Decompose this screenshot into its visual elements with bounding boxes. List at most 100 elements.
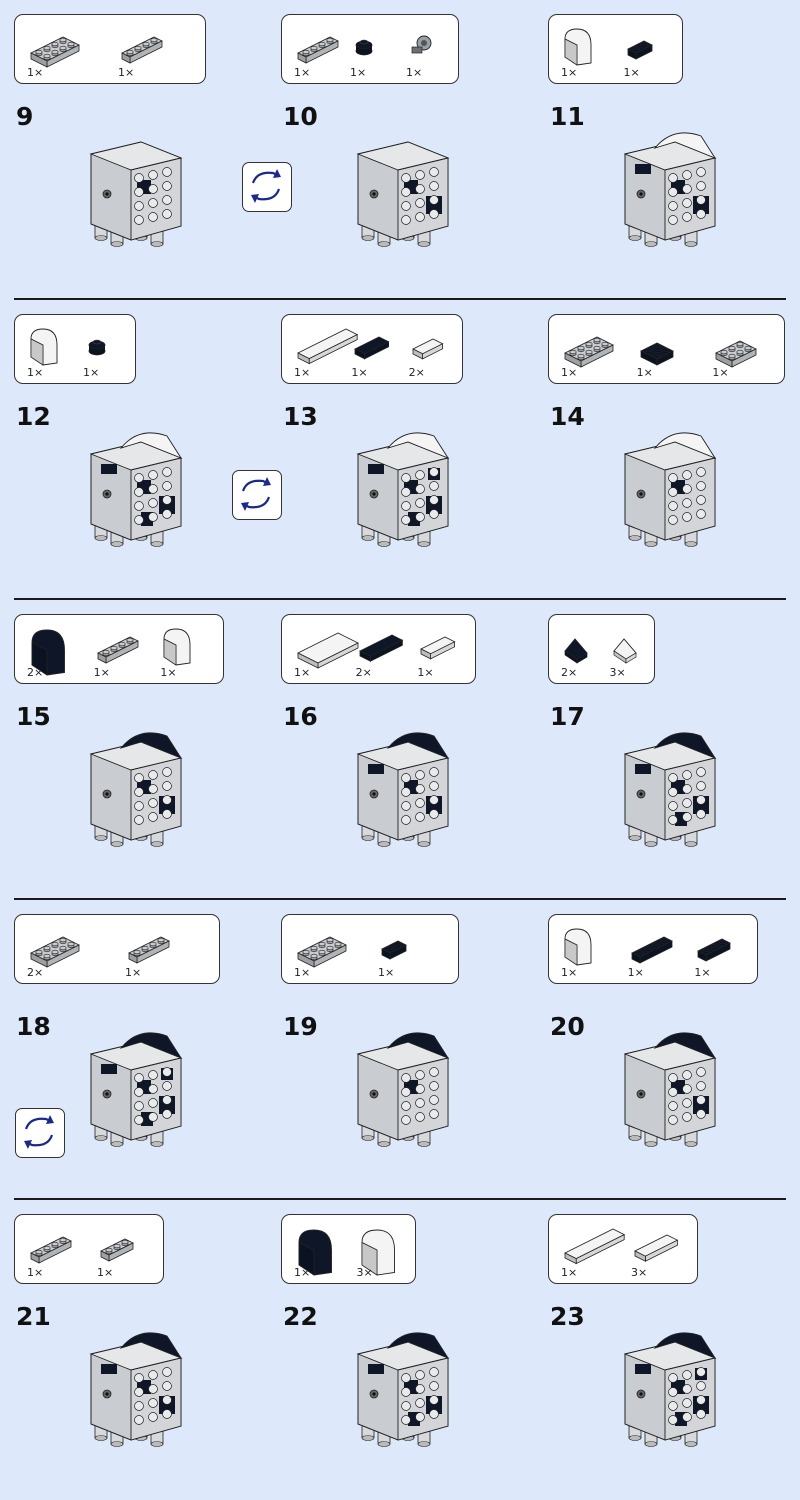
model-step-20	[610, 1024, 730, 1158]
tile-2x4-icon	[297, 632, 359, 669]
part-tile-2x4-white: 1×	[294, 625, 374, 681]
curved-slope-large-icon	[298, 1229, 332, 1276]
part-plate-1x4-light-gray: 1×	[118, 25, 198, 81]
part-quantity: 1×	[636, 366, 653, 379]
rotate-arrows-icon	[241, 477, 271, 511]
step-number: 18	[16, 1012, 51, 1041]
part-quantity: 2×	[27, 966, 44, 979]
plate-2x3-icon	[715, 340, 758, 368]
part-quantity: 2×	[355, 666, 372, 679]
rotate-arrows-icon	[24, 1115, 54, 1149]
step-number: 13	[283, 402, 318, 431]
part-curved-slope-white: 1×	[561, 25, 641, 81]
parts-callout-step-9: 1× 1×	[14, 14, 206, 84]
part-plate-2x4-light-gray: 1×	[294, 925, 374, 981]
part-curved-slope-white: 1×	[27, 325, 107, 381]
part-tile-1x3-black: 2×	[356, 625, 436, 681]
part-quantity: 1×	[561, 1266, 578, 1279]
part-plate-1x1-round-black: 1×	[83, 325, 163, 381]
part-quantity: 1×	[351, 366, 368, 379]
model-step-18	[76, 1024, 196, 1158]
part-quantity: 3×	[631, 1266, 648, 1279]
parts-callout-step-10: 1×1×1×	[281, 14, 459, 84]
section-divider	[14, 898, 786, 900]
step-number: 20	[550, 1012, 585, 1041]
part-slope-small-black: 2×	[561, 625, 641, 681]
plate-1x3-icon	[697, 938, 732, 962]
slope-small-icon	[612, 638, 637, 664]
part-quantity: 1×	[160, 666, 177, 679]
part-plate-1x4-light-gray: 1×	[27, 1225, 107, 1281]
model-step-19	[343, 1024, 463, 1158]
model-step-14	[610, 424, 730, 558]
rotate-model-indicator	[242, 162, 292, 212]
parts-callout-step-14: 1×1×1×	[548, 314, 785, 384]
part-quantity: 1×	[118, 66, 135, 79]
tile-1x3-icon	[634, 1234, 679, 1262]
parts-callout-step-18: 2× 1×	[14, 914, 220, 984]
part-tile-1x1-white: 2×	[409, 325, 489, 381]
part-plate-1x2-black: 1×	[378, 925, 458, 981]
part-quantity: 1×	[294, 966, 311, 979]
step-number: 11	[550, 102, 585, 131]
step-number: 22	[283, 1302, 318, 1331]
part-quantity: 2×	[408, 366, 425, 379]
model-step-12	[76, 424, 196, 558]
curved-slope-icon	[163, 628, 191, 666]
step-number: 12	[16, 402, 51, 431]
part-quantity: 1×	[83, 366, 100, 379]
part-quantity: 1×	[561, 66, 578, 79]
part-plate-1x1-round-black: 1×	[350, 25, 430, 81]
parts-callout-step-12: 1× 1×	[14, 314, 136, 384]
part-quantity: 1×	[561, 366, 578, 379]
parts-callout-step-23: 1× 3×	[548, 1214, 698, 1284]
plate-2x4-icon	[30, 936, 80, 968]
model-step-17	[610, 724, 730, 858]
part-plate-2x4-light-gray: 1×	[561, 325, 641, 381]
part-plate-1x2-black: 1×	[624, 25, 704, 81]
part-quantity: 3×	[356, 1266, 373, 1279]
plate-1x4-icon	[30, 1236, 72, 1264]
parts-callout-step-15: 2×1×1×	[14, 614, 224, 684]
plate-1x4-icon	[297, 36, 339, 64]
part-plate-1x4-light-gray: 1×	[94, 625, 174, 681]
tile-1x1-icon	[411, 338, 444, 360]
section-divider	[14, 598, 786, 600]
step-number: 9	[16, 102, 34, 131]
part-quantity: 1×	[27, 366, 44, 379]
plate-1x4-icon	[121, 36, 163, 64]
part-quantity: 1×	[27, 1266, 44, 1279]
plate-1x4-icon	[96, 636, 139, 664]
model-step-22	[343, 1324, 463, 1458]
part-plate-2x2-black: 1×	[637, 325, 717, 381]
part-quantity: 1×	[294, 666, 311, 679]
part-tile-1x2-black: 1×	[351, 325, 431, 381]
rotate-model-indicator	[232, 470, 282, 520]
part-quantity: 1×	[294, 66, 311, 79]
part-quantity: 1×	[378, 966, 395, 979]
model-step-16	[343, 724, 463, 858]
plate-1x3-icon	[100, 1238, 134, 1262]
curved-slope-icon	[564, 28, 592, 66]
model-step-11	[610, 124, 730, 258]
parts-callout-step-16: 1× 2× 1×	[281, 614, 476, 684]
part-plate-1x4-light-gray: 1×	[294, 25, 374, 81]
step-number: 14	[550, 402, 585, 431]
plate-2x4-icon	[564, 336, 614, 368]
part-tile-1x4-white: 1×	[561, 1225, 641, 1281]
step-number: 17	[550, 702, 585, 731]
part-quantity: 1×	[294, 1266, 311, 1279]
step-number: 23	[550, 1302, 585, 1331]
step-number: 21	[16, 1302, 51, 1331]
part-plate-2x4-light-gray: 1×	[27, 25, 107, 81]
part-quantity: 1×	[417, 666, 434, 679]
plate-1x4-icon	[630, 936, 673, 964]
model-step-21	[76, 1324, 196, 1458]
part-curved-slope-large-white: 3×	[357, 1225, 437, 1281]
step-number: 19	[283, 1012, 318, 1041]
part-tile-1x2-white: 1×	[417, 625, 497, 681]
curved-slope-large-icon	[31, 629, 65, 676]
part-quantity: 1×	[294, 366, 311, 379]
slope-small-icon	[564, 638, 588, 664]
part-quantity: 1×	[125, 966, 142, 979]
